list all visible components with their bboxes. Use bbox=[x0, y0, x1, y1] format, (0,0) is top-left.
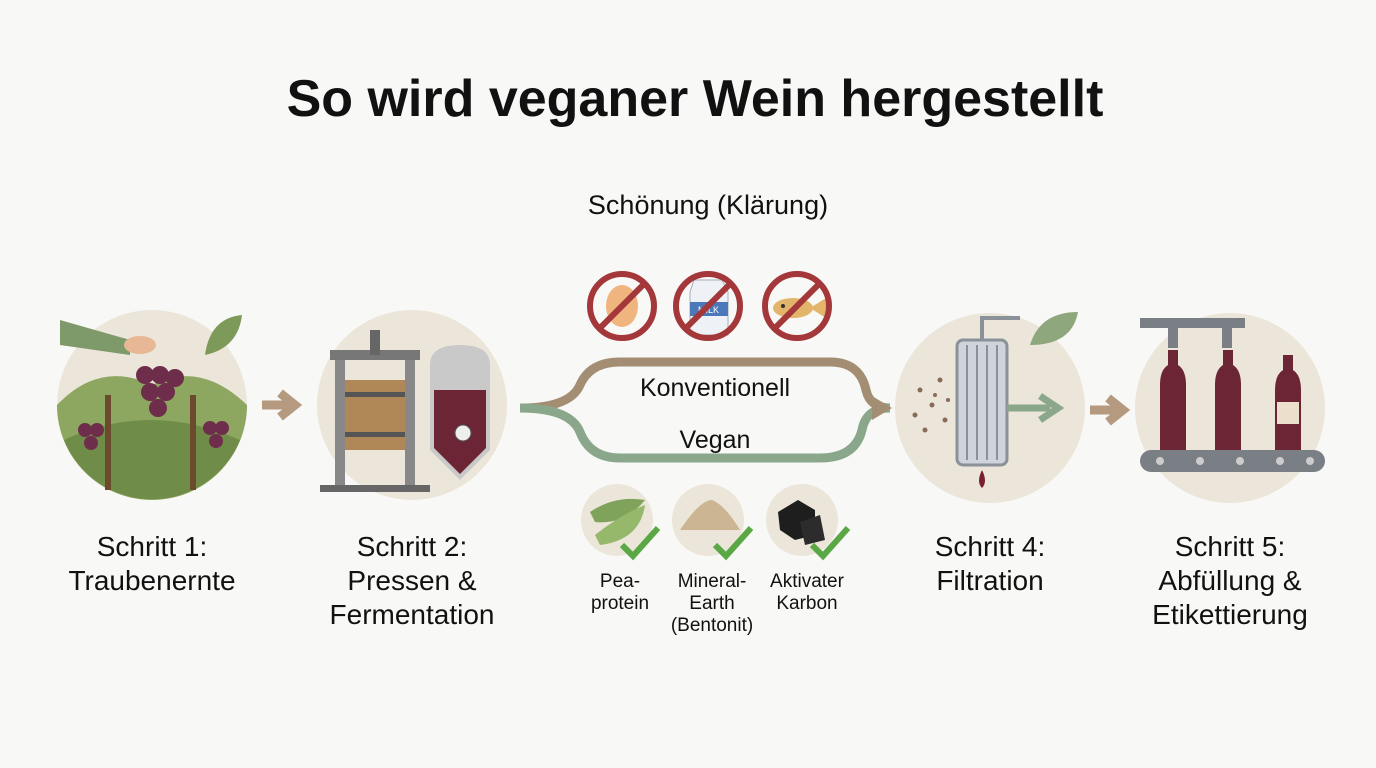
svg-text:Aktivater: Aktivater bbox=[770, 571, 845, 592]
vegan-branch bbox=[519, 403, 891, 463]
svg-text:Pressen &: Pressen & bbox=[347, 565, 476, 596]
process-branches bbox=[519, 357, 892, 463]
conventional-branch bbox=[519, 357, 891, 413]
svg-text:Abfüllung &: Abfüllung & bbox=[1158, 565, 1302, 596]
milk-label: MILK bbox=[698, 305, 719, 315]
svg-text:protein: protein bbox=[591, 593, 649, 614]
egg-icon bbox=[587, 271, 657, 341]
agent-label-activated-carbon: Aktivater Karbon bbox=[770, 571, 845, 614]
svg-text:Pea-: Pea- bbox=[600, 571, 640, 592]
svg-text:Earth: Earth bbox=[689, 593, 734, 614]
charcoal-icon bbox=[766, 484, 851, 561]
arrow-icon bbox=[872, 396, 892, 420]
grape-harvest-icon bbox=[57, 310, 247, 500]
svg-text:Mineral-: Mineral- bbox=[678, 571, 747, 592]
check-icon bbox=[712, 526, 754, 561]
pea-pod-icon bbox=[581, 484, 661, 561]
agent-label-bentonite: Mineral- Earth (Bentonit) bbox=[671, 571, 753, 636]
fish-icon bbox=[762, 271, 832, 341]
svg-text:(Bentonit): (Bentonit) bbox=[671, 615, 753, 636]
arrow-icon bbox=[1090, 394, 1131, 426]
vegan-label: Vegan bbox=[680, 426, 751, 454]
check-icon bbox=[809, 526, 851, 561]
svg-text:Schritt 1:: Schritt 1: bbox=[97, 531, 207, 562]
svg-text:Karbon: Karbon bbox=[776, 593, 837, 614]
check-icon bbox=[619, 526, 661, 561]
svg-text:Schritt 4:: Schritt 4: bbox=[935, 531, 1045, 562]
bottling-line-icon bbox=[1135, 313, 1325, 503]
filter-icon bbox=[895, 312, 1085, 503]
conventional-label: Konventionell bbox=[640, 374, 790, 402]
wine-press-tank-icon bbox=[317, 310, 507, 500]
page-title: So wird veganer Wein hergestellt bbox=[287, 70, 1104, 128]
svg-text:Traubenernte: Traubenernte bbox=[68, 565, 235, 596]
step-4-label: Schritt 4: Filtration bbox=[935, 531, 1045, 596]
step-2-label: Schritt 2: Pressen & Fermentation bbox=[330, 531, 495, 630]
svg-text:Etikettierung: Etikettierung bbox=[1152, 599, 1308, 630]
agent-label-pea-protein: Pea- protein bbox=[591, 571, 649, 614]
step-5-label: Schritt 5: Abfüllung & Etikettierung bbox=[1152, 531, 1308, 630]
svg-text:Schritt 2:: Schritt 2: bbox=[357, 531, 467, 562]
svg-text:Schritt 5:: Schritt 5: bbox=[1175, 531, 1285, 562]
bentonite-powder-icon bbox=[672, 484, 754, 561]
fining-heading: Schönung (Klärung) bbox=[588, 190, 828, 220]
milk-carton-icon: MILK bbox=[673, 271, 743, 341]
svg-text:Fermentation: Fermentation bbox=[330, 599, 495, 630]
svg-text:Filtration: Filtration bbox=[936, 565, 1043, 596]
step-1-label: Schritt 1: Traubenernte bbox=[68, 531, 235, 596]
arrow-icon bbox=[262, 389, 303, 421]
